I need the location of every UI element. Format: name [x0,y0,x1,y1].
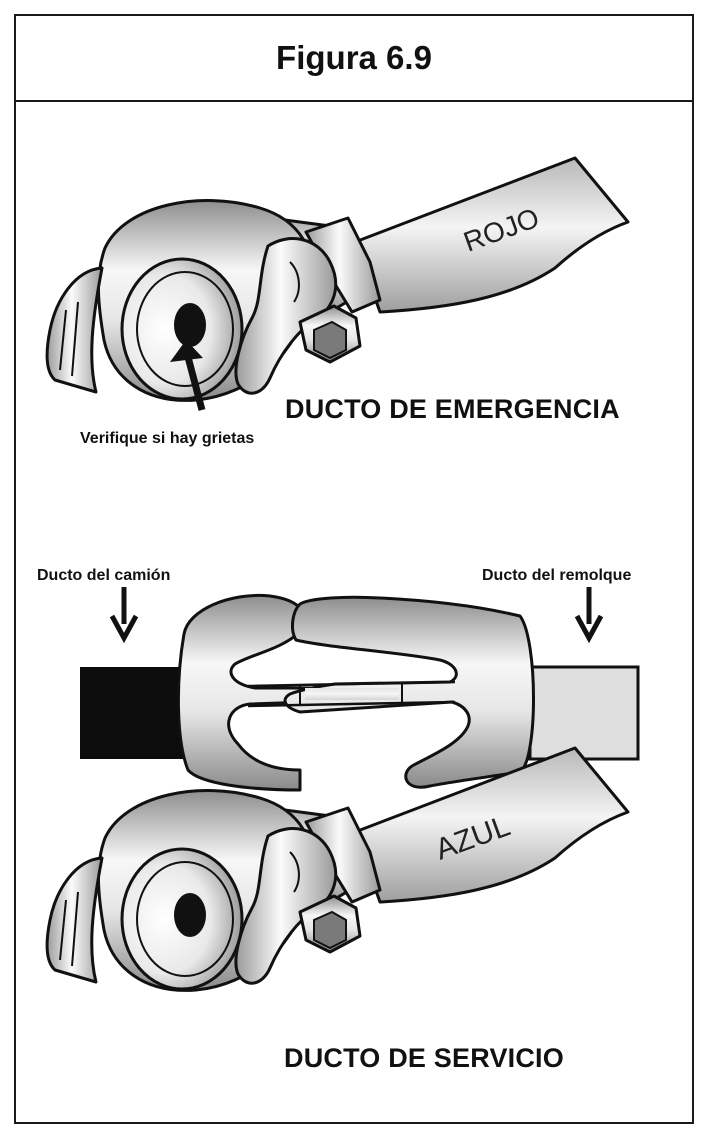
truck-hose [80,667,190,759]
crack-arrow-icon [170,340,206,411]
emergency-gladhand [45,156,630,402]
coupling-assembly [80,593,640,792]
figure-title: Figura 6.9 [276,39,432,76]
service-gladhand [45,746,630,992]
title-bar: Figura 6.9 [16,16,692,102]
crack-callout: Verifique si hay grietas [80,430,255,447]
emergency-caption: DUCTO DE EMERGENCIA [285,394,620,424]
trailer-hose-arrow-icon [574,587,604,644]
service-caption: DUCTO DE SERVICIO [284,1043,564,1073]
trailer-hose-label: Ducto del remolque [482,567,632,584]
truck-hose-arrow-icon [109,587,139,644]
trailer-hose [528,665,640,761]
truck-hose-label: Ducto del camión [37,567,171,584]
